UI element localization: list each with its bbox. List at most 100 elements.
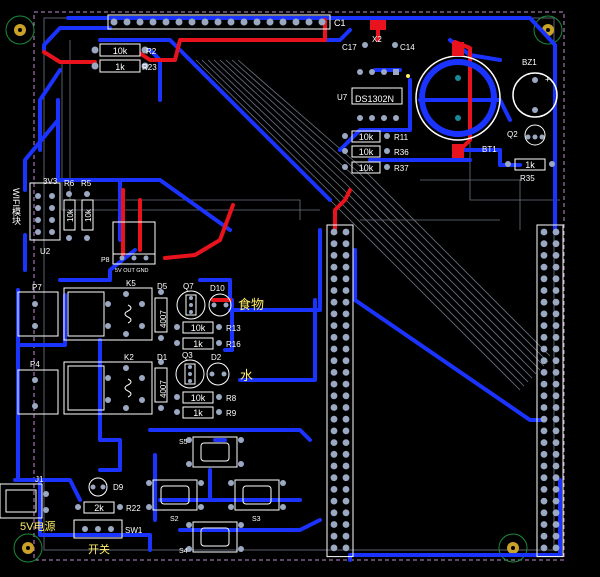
header-pin [342,263,350,271]
led-d2: D2 [206,353,230,386]
buzzer-bz1: BZ1 + [512,58,558,118]
header-pin [540,392,548,400]
header-pin [330,509,338,517]
header-pin [330,415,338,423]
label-wifi: WIFI模块 [11,188,21,226]
resistor-r6: 10k R6 [63,179,76,241]
header-pin [552,357,560,365]
header-pin [540,369,548,376]
header-pin [342,474,350,482]
resistor-r8: 10k R8 [174,391,237,404]
header-pin [342,252,350,259]
header-pin [342,310,350,318]
header-pin [552,427,560,435]
header-pin [540,450,548,458]
header-pin [540,333,548,341]
label-u7: U7 [337,93,348,102]
label-r37: R37 [394,164,409,173]
header-pin [540,287,548,294]
label-p7: P7 [32,283,42,292]
header-pin [342,322,350,329]
resistor-r5: 10k R5 [81,179,94,241]
label-r2: R2 [146,47,157,56]
label-switch: 开关 [88,542,110,556]
resistor-r11: 10k R11 [342,130,409,143]
resistor-r9: 1k R9 [174,406,237,419]
header-pin [342,287,350,294]
header-pin [342,345,350,353]
label-power: 5V电源 [20,519,55,533]
label-p8: P8 [101,257,110,264]
header-pin [540,357,548,365]
label-bz1: BZ1 [522,58,537,67]
label-u2: U2 [40,247,51,256]
mounting-holes [5,15,563,563]
label-j1: J1 [35,475,44,484]
header-pin [552,415,560,423]
label-d1: D1 [157,353,168,362]
header-pin [540,486,548,493]
header-pin [330,287,338,294]
r13-value: 10k [191,323,206,333]
label-k2: K2 [124,353,134,362]
header-pin [330,450,338,458]
label-r22: R22 [126,504,141,513]
r36-value: 10k [359,147,374,157]
pin-header-outline [536,224,564,558]
header-pin [342,450,350,458]
header-pin [552,497,560,505]
led-d9: D9 [88,477,124,497]
header-pin [342,439,350,446]
pin-header-right [536,224,564,558]
r2-value: 10k [113,46,128,56]
header-pin [330,275,338,283]
header-pin [552,509,560,517]
label-3v3: 3V3 [43,177,58,186]
label-r11: R11 [394,133,409,142]
header-pin [552,287,560,294]
label-bz-plus: + [545,75,550,84]
header-pin [552,439,560,446]
header-pin [330,392,338,400]
label-r9: R9 [226,409,237,418]
header-pin [330,404,338,411]
header-pin [342,462,350,470]
header-pin [330,322,338,329]
header-pin [342,380,350,388]
header-pin [330,310,338,318]
header-pin [342,333,350,341]
r37-value: 10k [359,163,374,173]
resistor-r13: 10k R13 [174,321,241,334]
header-pin [540,404,548,411]
transistor-q2: Q2 [507,124,546,146]
resistor-r22: 2k R22 [75,501,141,514]
label-s4: S4 [179,548,188,555]
label-c17: C17 [342,43,357,52]
header-pin [330,380,338,388]
crystal-x2: X2 C17 C14 [342,20,415,52]
header-pin [342,392,350,400]
label-p8-pins: 5V OUT GND [115,268,149,274]
connector-p8: P8 5V OUT GND [101,221,156,274]
label-food: 食物 [238,297,264,312]
transistor-q7: Q7 [176,282,206,320]
header-pin [330,427,338,435]
label-water: 水 [240,368,253,383]
header-pin [552,333,560,341]
switch-s2: S2 [146,479,204,523]
header-pin [330,252,338,259]
header-pin [540,532,548,540]
battery-bt1: BT1 [415,42,501,158]
label-d5: D5 [157,282,168,291]
header-pin [540,228,548,236]
connector-p7: P7 [17,283,59,337]
header-pin [330,333,338,341]
label-q7: Q7 [183,282,194,291]
label-s2: S2 [170,516,179,523]
header-pin [330,345,338,353]
resistor-r35: 1k R35 [505,158,555,183]
d5-value: 4007 [159,310,168,328]
connector-p4: P4 [17,360,59,415]
header-pin [342,275,350,283]
resistor-r2: 10k R2 [91,43,157,57]
